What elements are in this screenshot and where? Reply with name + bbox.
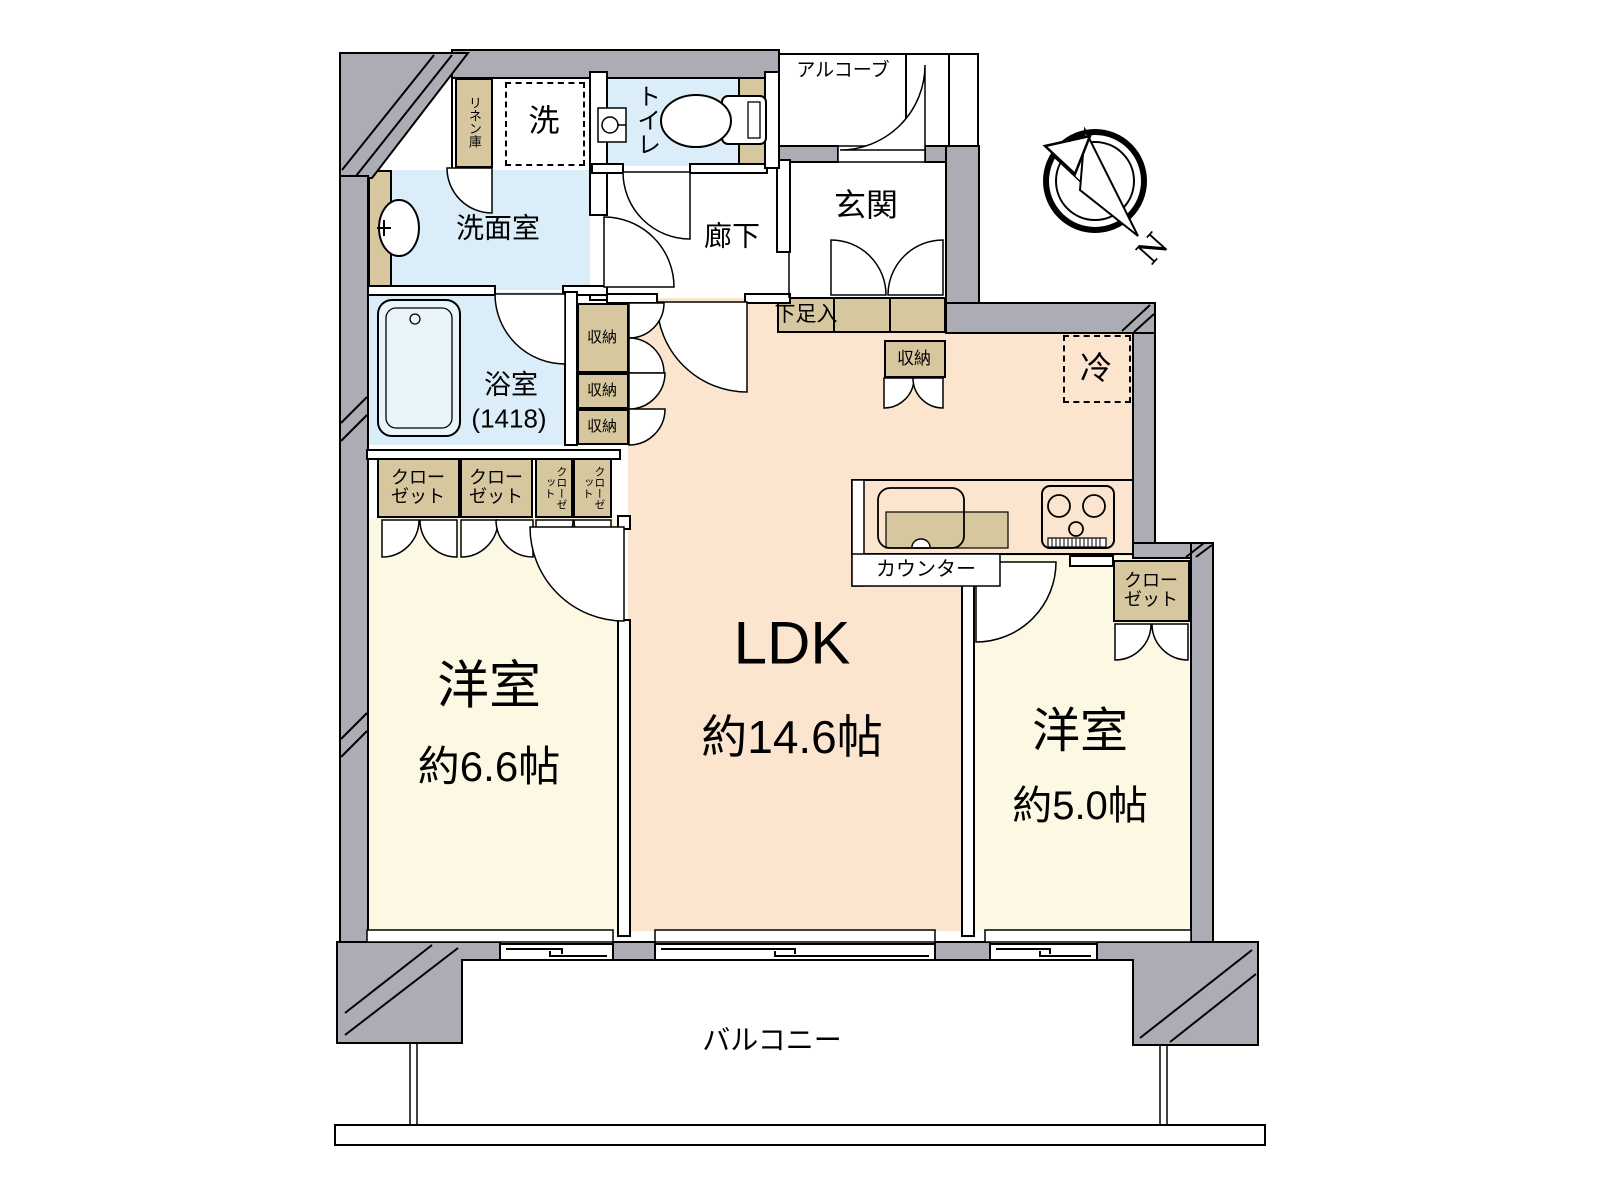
entrance-door — [839, 64, 926, 151]
label-bedroom-right-size: 約5.0帖 — [1012, 784, 1148, 828]
closet-box-narrow-1 — [535, 458, 573, 518]
alcove-divider-1 — [905, 53, 907, 148]
wall-hatches — [340, 54, 1257, 1043]
label-closet-2: クローゼット — [469, 467, 523, 507]
label-closet-narrow-2: クローゼット — [581, 466, 605, 510]
entry-storage-box — [884, 340, 946, 378]
room-ldk-floor — [777, 333, 945, 931]
label-shoe-cabinet: 下足入 — [774, 302, 838, 326]
room-ldk-floor — [945, 556, 962, 931]
exterior-walls — [336, 49, 1259, 1046]
washroom-sink — [377, 199, 420, 257]
label-bedroom-left-size: 約6.6帖 — [417, 742, 561, 790]
compass-icon — [1042, 126, 1147, 237]
window-pillar-1 — [612, 941, 656, 961]
bathtub — [377, 299, 461, 437]
washer-space — [505, 82, 585, 166]
label-bathroom-size: (1418) — [471, 403, 547, 434]
label-closet-bedroom-right: クローゼット — [1124, 570, 1178, 610]
kitchen-drainboard — [885, 511, 1009, 549]
label-linen-cabinet: リネン庫 — [466, 96, 482, 148]
label-kitchen-counter: カウンター — [876, 558, 976, 581]
room-ldk-floor — [628, 298, 777, 931]
label-toilet: トイレ — [632, 84, 660, 156]
divider — [833, 299, 835, 331]
label-washer-space: 洗 — [528, 103, 560, 139]
window-bedroom-left — [499, 943, 614, 961]
window-pillar-2 — [934, 941, 991, 961]
label-entrance: 玄関 — [833, 187, 899, 224]
alcove-divider-2 — [948, 53, 950, 148]
wall-entrance-right — [924, 145, 947, 163]
label-alcove: アルコーブ — [796, 60, 890, 82]
toilet-door — [622, 171, 691, 240]
label-closet-1: クローゼット — [391, 467, 445, 507]
bedroom-left-door — [529, 526, 625, 622]
closet-box-narrow-2 — [573, 458, 612, 518]
ldk-door — [656, 301, 748, 393]
linen-door — [446, 167, 493, 214]
kitchen-counter — [851, 479, 1134, 587]
bathroom-door — [494, 293, 566, 365]
divider — [889, 299, 891, 331]
window-bedroom-right — [989, 943, 1098, 961]
toilet-hand-basin — [597, 107, 627, 143]
balcony-wall-left — [336, 941, 501, 1044]
wall-left — [339, 175, 369, 945]
wall-bedroom-right — [1190, 542, 1214, 943]
room-alcove — [777, 53, 979, 148]
label-storage-1: 収納 — [586, 329, 618, 347]
label-ldk: LDK — [733, 609, 851, 677]
label-storage-entry: 収納 — [897, 349, 931, 369]
balcony-wall-right — [1096, 941, 1259, 1046]
label-fridge-space: 冷 — [1079, 350, 1113, 387]
closet-box-bedroom-right — [1113, 560, 1190, 622]
shoe-cabinet — [777, 297, 946, 333]
counter-label-box — [851, 553, 1001, 587]
label-storage-3: 収納 — [586, 418, 618, 436]
label-closet-narrow-1: クローゼット — [543, 466, 567, 510]
kitchen-sink — [877, 487, 965, 549]
balcony-railing — [334, 1043, 1266, 1146]
door-arcs — [381, 64, 1189, 661]
linen-cabinet — [455, 78, 493, 168]
closet-box-2 — [460, 458, 533, 518]
label-bathroom: 浴室 — [484, 369, 538, 400]
fridge-space — [1063, 335, 1131, 403]
label-bedroom-right: 洋室 — [1031, 704, 1129, 758]
label-bedroom-left: 洋室 — [436, 657, 542, 716]
wall-ldk-right — [1132, 332, 1156, 546]
toilet-fixture — [660, 94, 767, 148]
wall-step-upper — [945, 302, 1156, 334]
label-hallway: 廊下 — [703, 220, 761, 252]
closet-box-1 — [377, 458, 460, 518]
balcony-windows — [499, 943, 1098, 961]
washroom-door — [603, 216, 675, 288]
label-balcony: バルコニー — [702, 1024, 842, 1056]
storage-box-2 — [577, 373, 629, 409]
label-storage-2: 収納 — [586, 382, 618, 400]
wall-top — [451, 49, 780, 79]
label-ldk-size: 約14.6帖 — [701, 710, 883, 763]
label-washroom: 洗面室 — [455, 212, 541, 244]
window-sills — [366, 929, 1192, 943]
wall-entrance-side — [945, 145, 980, 307]
stove — [1041, 485, 1115, 549]
